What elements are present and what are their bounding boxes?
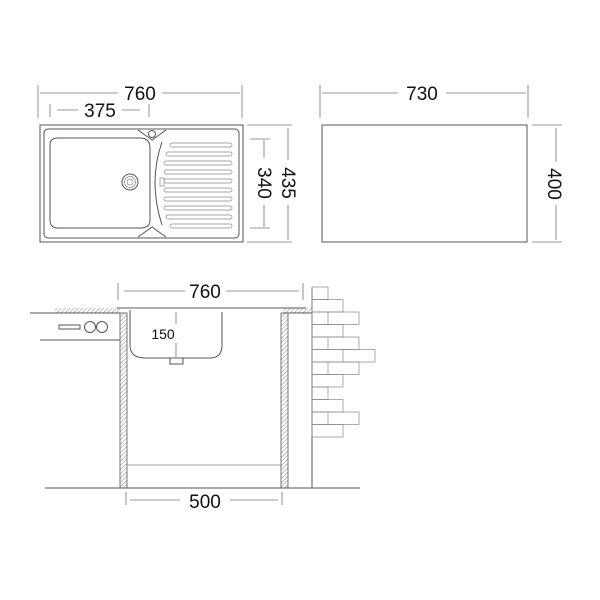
overall-depth-label: 435 (277, 167, 298, 199)
brick (311, 299, 344, 313)
brick (311, 336, 360, 350)
drainer-groove (165, 214, 233, 220)
brick (311, 311, 360, 325)
bowl-offset-label: 375 (84, 101, 116, 122)
cutout-width-label: 730 (406, 84, 438, 105)
drainer-groove (163, 187, 233, 193)
countertop-left (55, 308, 120, 313)
drainer-groove (163, 169, 233, 175)
cabinet-width-label: 500 (189, 492, 221, 513)
sink-width-label: 760 (189, 282, 221, 303)
tap-hole-icon (159, 177, 165, 187)
sink-rim (43, 128, 240, 239)
drainer-groove (163, 205, 233, 211)
drainer-groove (169, 223, 233, 229)
sink-outline (39, 124, 244, 243)
cabinet-wall-left (119, 312, 128, 489)
drainer-groove (163, 160, 233, 166)
brick (311, 399, 344, 413)
brick (311, 386, 329, 400)
countertop-right (283, 308, 312, 313)
overflow-icon (148, 130, 156, 138)
drainer-groove (163, 178, 233, 184)
drainer-grooves (163, 142, 233, 229)
cutout-depth-label: 400 (543, 168, 564, 200)
overall-width-label: 760 (124, 84, 156, 105)
bowl-depth-label: 340 (253, 167, 274, 199)
drainer-groove (169, 142, 233, 148)
brick-wall (311, 286, 376, 438)
sink-bowl (49, 137, 151, 229)
side-view: 760 150 500 (30, 282, 376, 513)
brick (311, 286, 329, 300)
brick (311, 411, 360, 425)
cabinet-wall-right (280, 312, 289, 489)
drain-icon (121, 173, 139, 191)
brick (311, 424, 344, 438)
sink-top-view: 760 375 435 340 (37, 84, 298, 243)
brick (311, 361, 360, 375)
cutout-outline (321, 124, 528, 243)
brick (311, 324, 344, 338)
control-knob-icon (84, 321, 96, 333)
drainer-edge (154, 141, 163, 226)
drainer-groove (163, 196, 233, 202)
drainer-groove (165, 151, 233, 157)
brick (311, 374, 344, 388)
drain-outlet (169, 357, 184, 365)
control-knob-icon (96, 321, 108, 333)
cutout-view: 730 400 (319, 84, 564, 243)
bowl-depth-side-label: 150 (151, 326, 175, 342)
brick (311, 349, 376, 363)
control-slot-icon (58, 324, 81, 330)
